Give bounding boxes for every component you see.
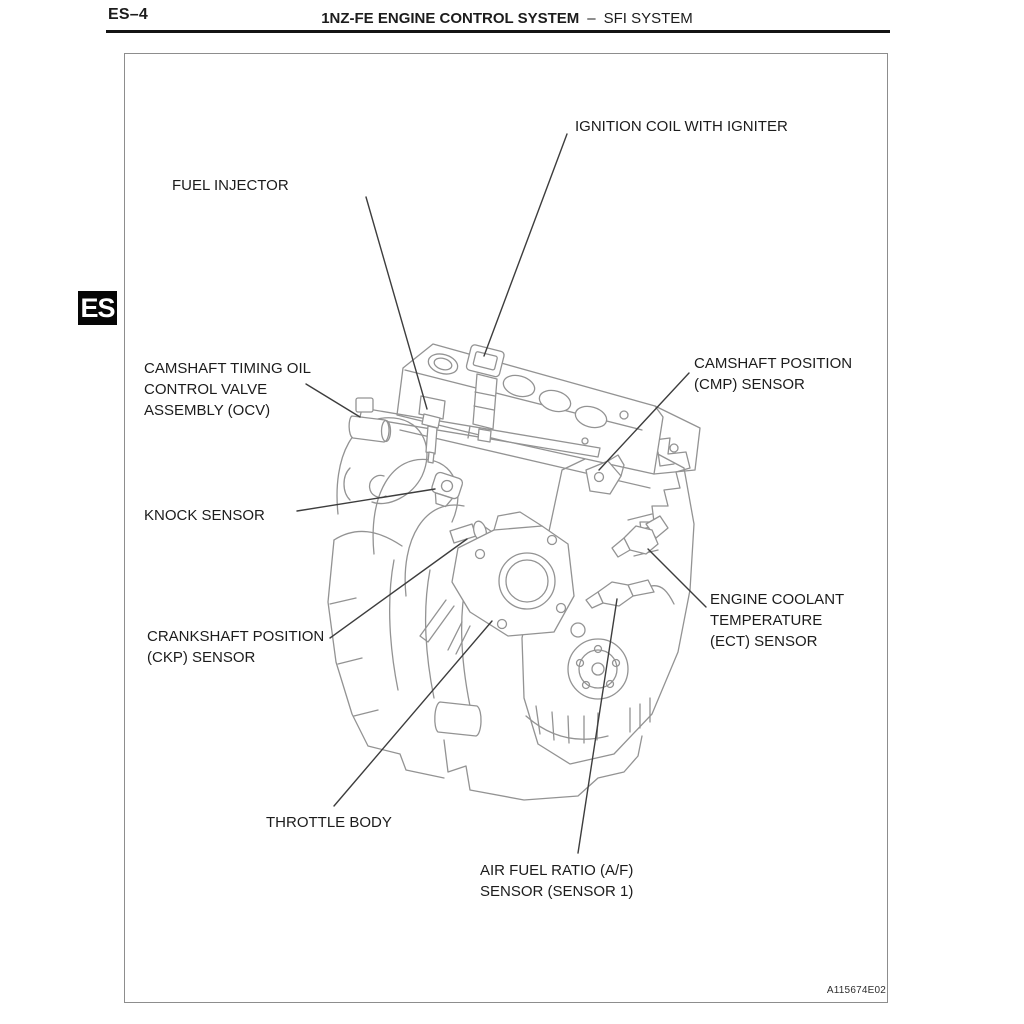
header-title-sub: SFI SYSTEM — [603, 10, 693, 27]
label-fuel-injector: FUEL INJECTOR — [172, 175, 289, 196]
label-line: (CKP) SENSOR — [147, 649, 256, 666]
leader-ect-sensor — [647, 548, 707, 608]
ect-sensor-part — [611, 515, 669, 558]
label-ect-sensor: ENGINE COOLANT TEMPERATURE (ECT) SENSOR — [710, 589, 844, 652]
label-line: SENSOR (SENSOR 1) — [480, 883, 634, 900]
label-ignition-coil: IGNITION COIL WITH IGNITER — [575, 116, 788, 137]
label-line: KNOCK SENSOR — [144, 507, 265, 524]
leader-lines — [296, 133, 707, 854]
label-line: TEMPERATURE — [710, 612, 823, 629]
valve-cover — [396, 343, 701, 489]
cmp-sensor-part — [585, 454, 625, 495]
leader-cmp-sensor — [598, 372, 690, 471]
leader-fuel-injector — [365, 196, 428, 410]
engine-block — [327, 530, 471, 779]
figure-code: A115674E02 — [826, 985, 886, 996]
label-ckp-sensor: CRANKSHAFT POSITION (CKP) SENSOR — [147, 626, 324, 668]
leader-ignition-coil — [483, 133, 568, 357]
label-line: (CMP) SENSOR — [694, 376, 805, 393]
leader-ocv — [305, 383, 361, 418]
header-title-main: 1NZ-FE ENGINE CONTROL SYSTEM — [321, 10, 580, 27]
label-line: THROTTLE BODY — [266, 814, 392, 831]
knock-sensor-part — [431, 471, 464, 508]
leader-knock-sensor — [296, 488, 436, 512]
label-cmp-sensor: CAMSHAFT POSITION (CMP) SENSOR — [694, 353, 852, 395]
leader-throttle-body — [333, 620, 493, 807]
ocv-part — [348, 397, 392, 443]
figure-border — [124, 53, 888, 1003]
page-number: ES–4 — [108, 6, 148, 23]
label-line: ASSEMBLY (OCV) — [144, 402, 271, 419]
label-line: CRANKSHAFT POSITION — [147, 628, 325, 645]
page-header-title: 1NZ-FE ENGINE CONTROL SYSTEM–SFI SYSTEM — [124, 10, 890, 27]
leader-afr-sensor — [577, 598, 618, 854]
label-line: CONTROL VALVE — [144, 381, 268, 398]
label-ocv: CAMSHAFT TIMING OIL CONTROL VALVE ASSEMB… — [144, 358, 311, 421]
label-line: AIR FUEL RATIO (A/F) — [480, 862, 634, 879]
section-thumb-tab: ES — [78, 291, 117, 325]
label-line: IGNITION COIL WITH IGNITER — [575, 118, 788, 135]
label-line: ENGINE COOLANT — [710, 591, 845, 608]
leader-ckp-sensor — [329, 538, 468, 639]
throttle-body-part — [419, 511, 575, 655]
afr-sensor-part — [585, 579, 675, 609]
header-title-separator: – — [587, 10, 596, 27]
label-throttle-body: THROTTLE BODY — [266, 812, 392, 833]
ignition-coil-part — [465, 344, 505, 443]
header-rule — [106, 30, 890, 33]
label-line: FUEL INJECTOR — [172, 177, 289, 194]
fuel-injector-part — [418, 395, 446, 464]
label-line: CAMSHAFT TIMING OIL — [144, 360, 311, 377]
label-knock-sensor: KNOCK SENSOR — [144, 505, 265, 526]
label-line: (ECT) SENSOR — [710, 633, 818, 650]
label-line: CAMSHAFT POSITION — [694, 355, 853, 372]
flywheel — [567, 622, 629, 700]
label-afr-sensor: AIR FUEL RATIO (A/F) SENSOR (SENSOR 1) — [480, 860, 633, 902]
oil-pan — [434, 701, 643, 801]
